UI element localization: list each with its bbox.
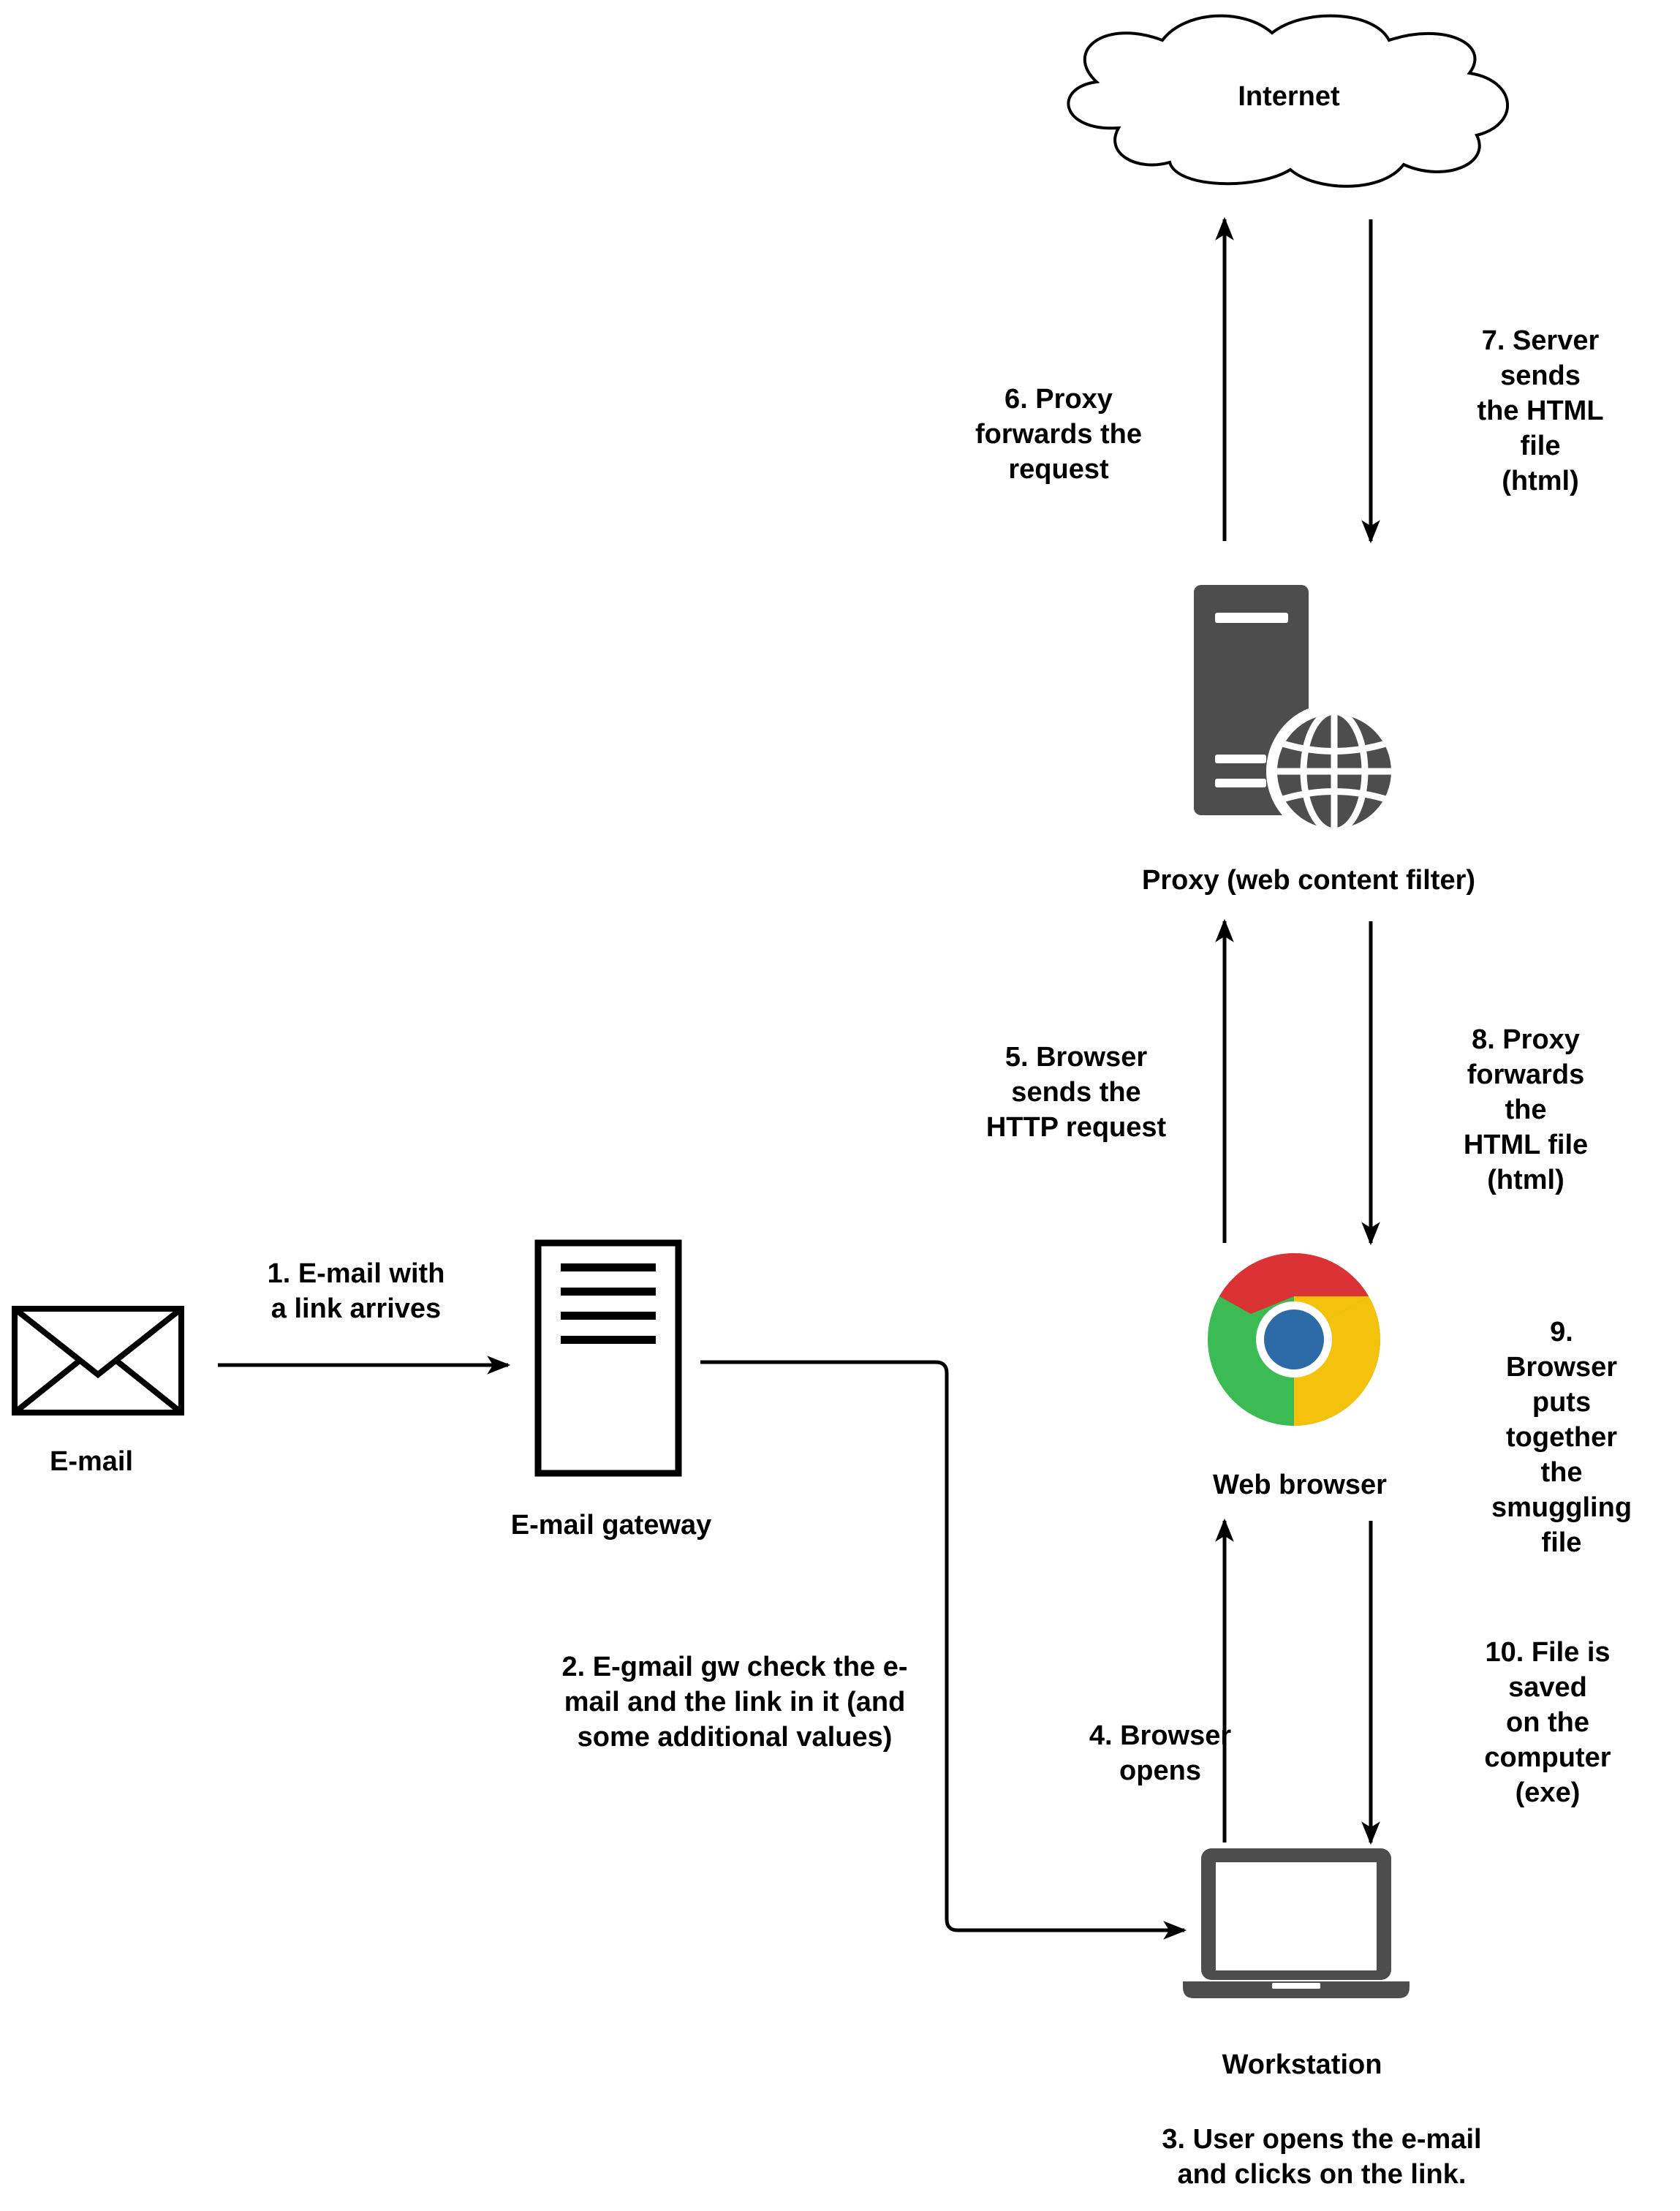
step-3-label: 3. User opens the e-mail and clicks on t…	[1162, 2124, 1482, 2190]
laptop-icon	[1183, 1848, 1410, 1998]
step-6-label: 6. Proxy forwards the request	[975, 384, 1143, 485]
proxy-label: Proxy (web content filter)	[1141, 865, 1476, 896]
step-4-label: 4. Browser opens	[1089, 1720, 1232, 1786]
step-9-label: 9. Browser puts together the smuggling f…	[1491, 1317, 1632, 1558]
gateway-label: E-mail gateway	[510, 1510, 712, 1541]
web-server-icon	[1194, 585, 1402, 839]
step-10-label: 10. File is saved on the computer (exe)	[1484, 1637, 1611, 1808]
cloud-icon	[1067, 14, 1509, 188]
server-icon	[534, 1239, 682, 1477]
envelope-icon	[12, 1306, 184, 1416]
step-5-label: 5. Browser sends the HTTP request	[985, 1042, 1167, 1143]
workstation-label: Workstation	[1222, 2049, 1382, 2080]
step-7-label: 7. Server sends the HTML file (html)	[1477, 325, 1604, 496]
step-8-label: 8. Proxy forwards the HTML file (html)	[1463, 1024, 1589, 1195]
step-1-label: 1. E-mail with a link arrives	[267, 1258, 445, 1324]
email-label: E-mail	[49, 1446, 134, 1477]
step-2-label: 2. E-gmail gw check the e- mail and the …	[561, 1652, 908, 1753]
internet-label: Internet	[1238, 81, 1340, 112]
browser-label: Web browser	[1213, 1470, 1387, 1500]
arrow-gateway-to-workstation	[700, 1360, 1187, 1940]
chrome-icon	[1208, 1253, 1381, 1426]
